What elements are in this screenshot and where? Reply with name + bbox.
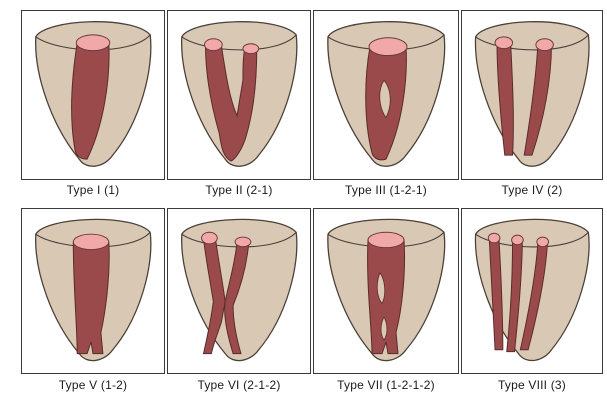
canal-orifice-left <box>202 232 218 244</box>
tooth-group <box>475 219 589 360</box>
caption-type-4: Type IV (2) <box>461 183 603 197</box>
tooth-group <box>36 219 151 360</box>
tooth-group <box>328 22 445 167</box>
tooth-group <box>36 22 151 167</box>
panel-type-1 <box>21 10 165 180</box>
canal-orifice-middle <box>512 235 524 245</box>
tooth-diagram-type-5 <box>22 209 164 373</box>
tooth-group <box>182 219 297 360</box>
tooth-group <box>182 22 297 167</box>
tooth-diagram-type-2 <box>168 11 310 179</box>
canal-orifice-left <box>204 39 222 51</box>
canal-orifice <box>76 35 110 51</box>
canal-orifice <box>369 38 407 56</box>
tooth-diagram-type-3 <box>314 11 458 179</box>
caption-type-7: Type VII (1-2-1-2) <box>313 378 459 392</box>
tooth-diagram-type-1 <box>22 11 164 179</box>
panel-type-4 <box>461 10 603 180</box>
panel-type-6 <box>167 208 311 374</box>
panel-type-3 <box>313 10 459 180</box>
canal-orifice-right <box>537 237 549 247</box>
canal-orifice <box>368 232 404 247</box>
tooth-group <box>475 22 589 167</box>
tooth-diagram-type-7 <box>314 209 458 373</box>
panel-type-5 <box>21 208 165 374</box>
caption-type-3: Type III (1-2-1) <box>313 183 459 197</box>
canal-orifice-left <box>495 37 513 49</box>
panel-type-8 <box>461 208 603 374</box>
caption-type-6: Type VI (2-1-2) <box>167 378 311 392</box>
canal-orifice-left <box>488 233 500 243</box>
tooth-diagram-type-6 <box>168 209 310 373</box>
panel-type-7 <box>313 208 459 374</box>
canal-orifice-right <box>235 237 251 247</box>
caption-type-1: Type I (1) <box>21 183 165 197</box>
panel-type-2 <box>167 10 311 180</box>
canal-orifice-right <box>536 39 554 51</box>
canal-orifice-right <box>243 44 259 54</box>
tooth-diagram-type-4 <box>462 11 602 179</box>
tooth-diagram-type-8 <box>462 209 602 373</box>
caption-type-8: Type VIII (3) <box>461 378 603 392</box>
caption-type-5: Type V (1-2) <box>21 378 165 392</box>
root-canal-left <box>497 43 513 155</box>
tooth-group <box>328 219 445 360</box>
caption-type-2: Type II (2-1) <box>167 183 311 197</box>
canal-orifice <box>73 234 109 249</box>
